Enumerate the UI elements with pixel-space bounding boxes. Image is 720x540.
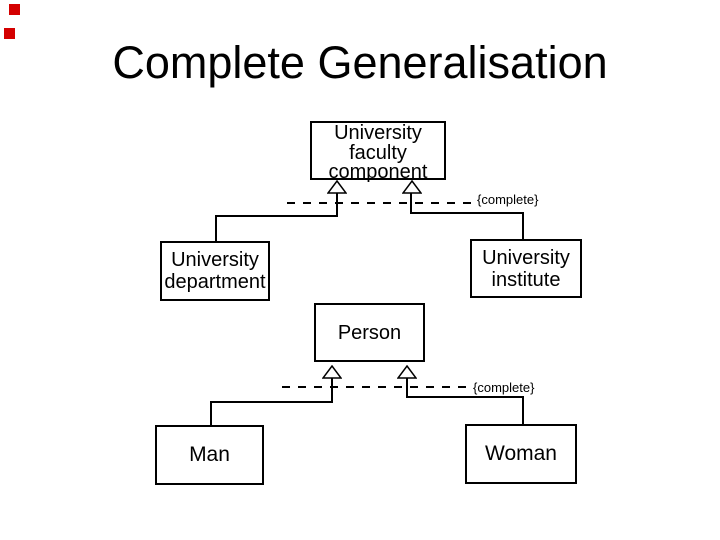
class-box-man: Man bbox=[155, 425, 264, 485]
red-square-decor bbox=[9, 4, 20, 15]
generalization-triangle-icon bbox=[322, 365, 342, 379]
class-box-person: Person bbox=[314, 303, 425, 362]
class-box-university-faculty-component: University faculty component bbox=[310, 121, 446, 183]
class-box-university-institute: University institute bbox=[470, 239, 582, 298]
inheritance-connector-line bbox=[215, 215, 217, 243]
red-square-decor bbox=[4, 28, 15, 39]
class-box-label-line: Woman bbox=[485, 442, 557, 465]
inheritance-connector-line bbox=[410, 192, 412, 214]
class-box-woman: Woman bbox=[465, 424, 577, 484]
inheritance-connector-line bbox=[522, 396, 524, 426]
generalization-triangle-icon bbox=[402, 180, 422, 194]
inheritance-connector-line bbox=[410, 212, 524, 214]
class-box-label-line: faculty bbox=[349, 141, 407, 164]
class-box-label-line: Person bbox=[337, 321, 402, 344]
class-box-label-line: department bbox=[164, 271, 266, 293]
generalization-triangle-icon bbox=[397, 365, 417, 379]
inheritance-connector-line bbox=[215, 215, 338, 217]
class-box-label-line: component bbox=[328, 161, 428, 183]
inheritance-connector-line bbox=[210, 401, 212, 427]
constraint-label: {complete} bbox=[477, 192, 539, 207]
inheritance-connector-line bbox=[406, 377, 408, 398]
inheritance-connector-line bbox=[331, 377, 333, 403]
class-box-label-line: Man bbox=[189, 443, 230, 466]
class-box-label-line: University bbox=[334, 122, 422, 144]
inheritance-connector-line bbox=[210, 401, 333, 403]
inheritance-connector-line bbox=[522, 212, 524, 241]
constraint-label: {complete} bbox=[473, 380, 535, 395]
constraint-dashed-line bbox=[287, 202, 471, 204]
constraint-dashed-line bbox=[282, 386, 468, 388]
class-box-label-line: University bbox=[171, 249, 259, 271]
generalization-triangle-icon bbox=[327, 180, 347, 194]
class-box-label-line: University bbox=[482, 246, 570, 269]
inheritance-connector-line bbox=[336, 192, 338, 217]
class-box-label-line: institute bbox=[491, 268, 561, 291]
class-box-university-department: University department bbox=[160, 241, 270, 301]
slide-title: Complete Generalisation bbox=[112, 37, 608, 88]
inheritance-connector-line bbox=[406, 396, 524, 398]
